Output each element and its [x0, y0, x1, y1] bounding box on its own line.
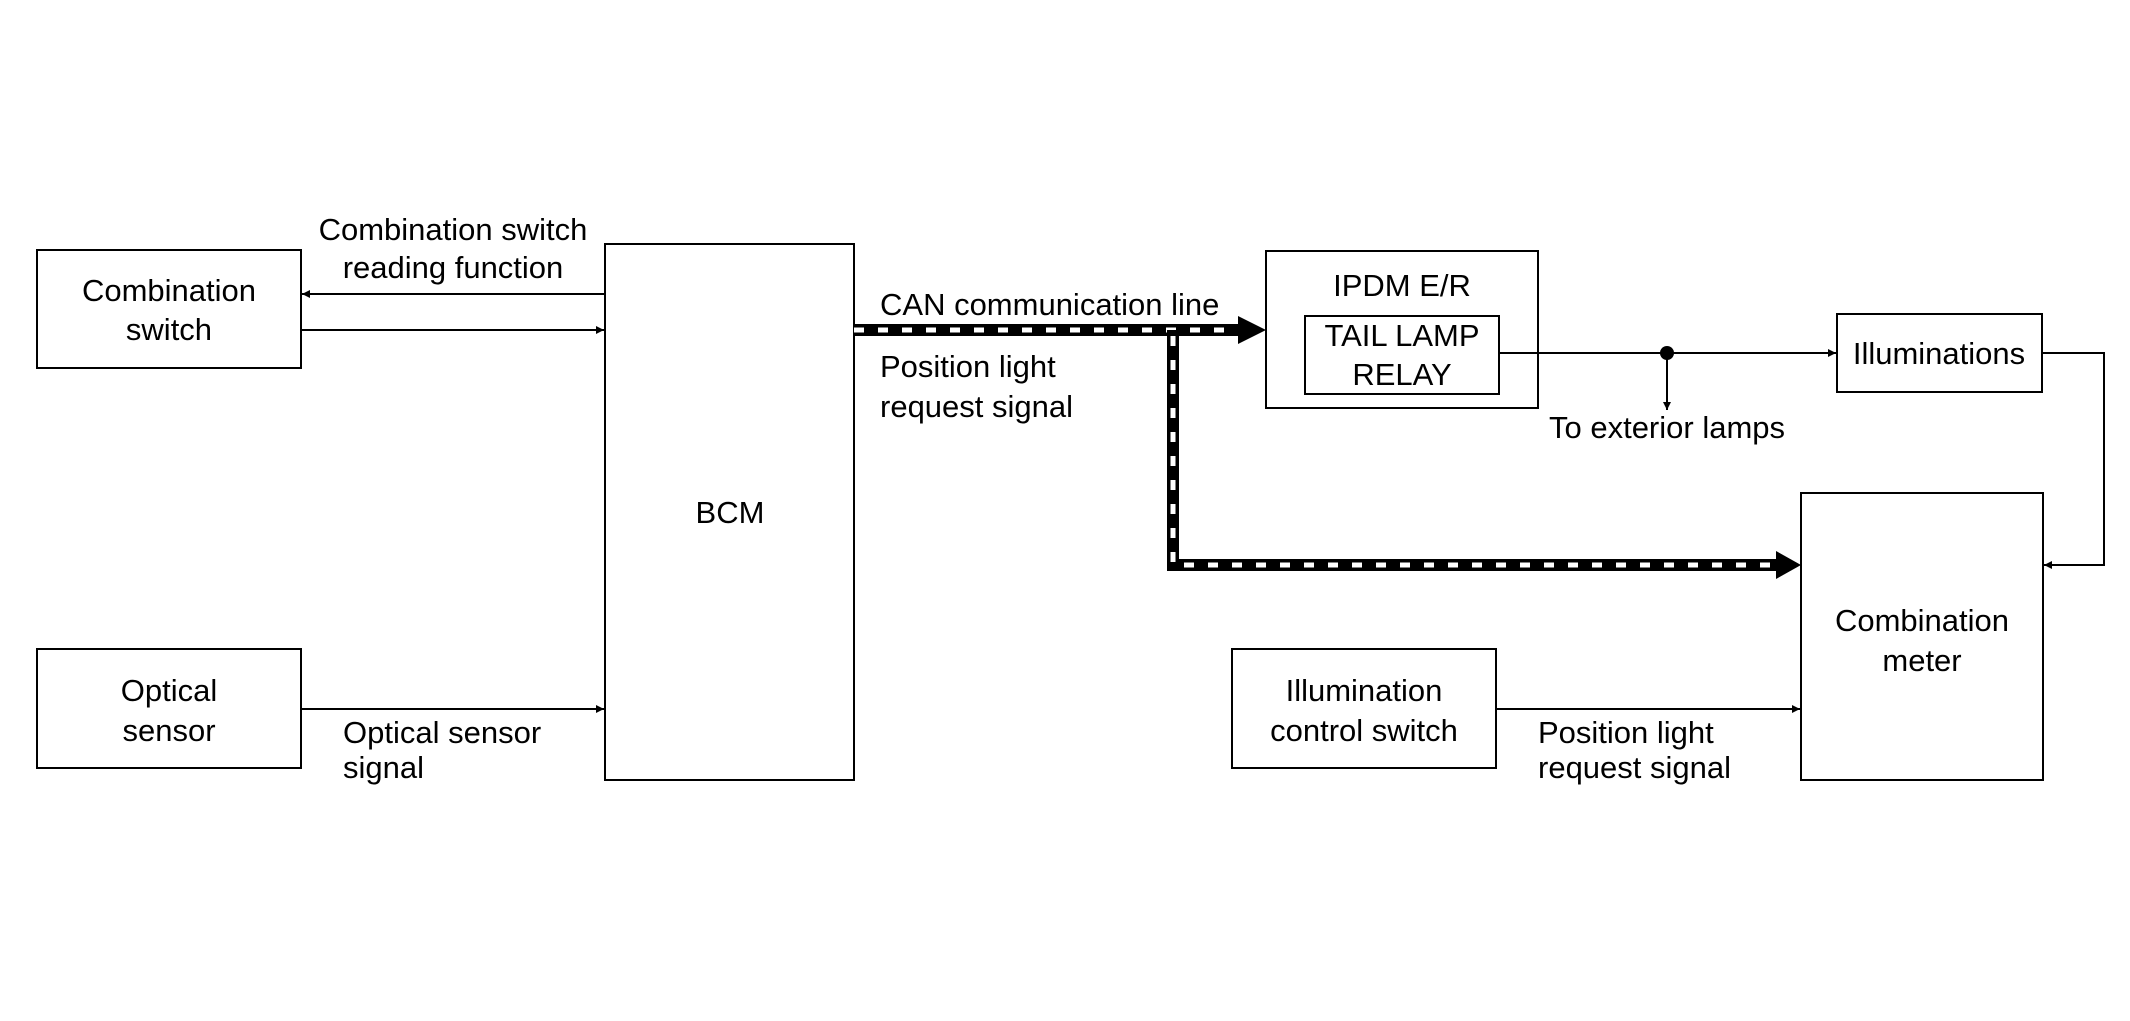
tail-lamp-relay-label-line1: TAIL LAMP: [1324, 318, 1479, 353]
tail-lamp-relay-block: TAIL LAMP RELAY: [1304, 315, 1500, 395]
combination-switch-reading-label-line1: Combination switch: [319, 212, 588, 247]
combination-switch-block: Combination switch: [36, 249, 302, 369]
optical-sensor-block: Optical sensor: [36, 648, 302, 769]
position-light-request-label-line1: Position light: [880, 349, 1056, 384]
can-communication-line: [854, 316, 1801, 579]
switch-position-light-request-label-line1: Position light: [1538, 715, 1714, 750]
illumination-control-switch-block: Illumination control switch: [1231, 648, 1497, 769]
can-communication-line-label: CAN communication line: [880, 287, 1219, 322]
combination-meter-label-line2: meter: [1882, 643, 1961, 678]
optical-sensor-label-line2: sensor: [122, 713, 215, 748]
combination-meter-block: Combination meter: [1800, 492, 2044, 781]
combination-meter-label-line1: Combination: [1835, 603, 2009, 638]
position-light-request-label-line2: request signal: [880, 389, 1073, 424]
tail-lamp-relay-label-line2: RELAY: [1352, 357, 1451, 392]
combination-switch-label-line2: switch: [126, 312, 212, 347]
illuminations-label: Illuminations: [1853, 336, 2025, 371]
combination-switch-label-line1: Combination: [82, 273, 256, 308]
illumination-control-switch-label-line1: Illumination: [1286, 673, 1443, 708]
optical-sensor-signal-label-line2: signal: [343, 750, 424, 785]
illumination-control-switch-label-line2: control switch: [1270, 713, 1458, 748]
combination-switch-reading-label-line2: reading function: [343, 250, 564, 285]
to-exterior-lamps-label: To exterior lamps: [1549, 410, 1785, 445]
bcm-label: BCM: [696, 495, 765, 530]
illuminations-block: Illuminations: [1836, 313, 2043, 393]
illuminations-to-meter-wire: [2042, 352, 2105, 569]
ipdm-er-label: IPDM E/R: [1333, 268, 1471, 303]
optical-sensor-label-line1: Optical: [121, 673, 217, 708]
optical-sensor-signal-label-line1: Optical sensor: [343, 715, 541, 750]
ipdm-er-block: IPDM E/R TAIL LAMP RELAY: [1265, 250, 1539, 409]
bcm-block: BCM: [604, 243, 855, 781]
switch-position-light-request-label-line2: request signal: [1538, 750, 1731, 785]
